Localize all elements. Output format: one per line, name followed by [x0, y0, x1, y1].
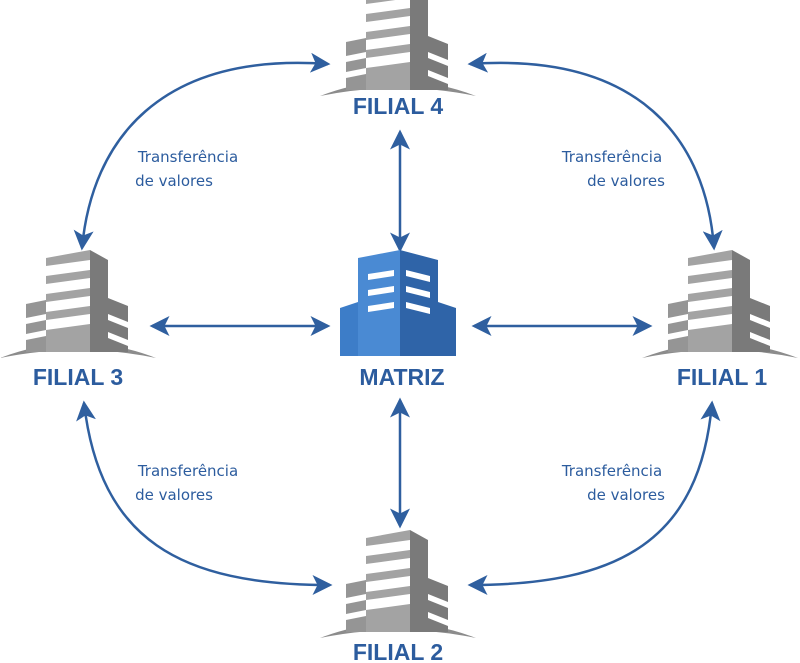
office-building-icon: [0, 250, 156, 358]
edge-label-line: de valores: [135, 172, 213, 190]
arrow-filial4-filial1: [467, 52, 723, 251]
node-label-filial4: FILIAL 4: [353, 93, 444, 119]
node-label-filial3: FILIAL 3: [33, 364, 123, 390]
office-building-icon: [642, 250, 798, 358]
office-building-icon: [320, 530, 476, 638]
headquarters-building-icon: [340, 250, 456, 356]
arrow-filial4-filial3: [73, 52, 331, 251]
edge-label-line: Transferência: [561, 148, 662, 166]
node-label-filial1: FILIAL 1: [677, 364, 768, 390]
office-building-icon: [320, 0, 476, 96]
arrow-filial3-filial2: [76, 400, 333, 595]
edge-label-line: de valores: [587, 172, 665, 190]
edge-label-line: Transferência: [137, 462, 238, 480]
edge-label-line: de valores: [587, 486, 665, 504]
edge-label-top-left: Transferência de valores: [135, 148, 238, 190]
edge-label-bottom-right: Transferência de valores: [561, 462, 665, 504]
edge-label-line: Transferência: [561, 462, 662, 480]
node-label-matriz: MATRIZ: [359, 364, 444, 390]
arrow-filial1-filial2: [467, 400, 721, 595]
node-label-filial2: FILIAL 2: [353, 639, 443, 663]
edge-label-top-right: Transferência de valores: [561, 148, 665, 190]
edge-label-bottom-left: Transferência de valores: [135, 462, 238, 504]
edge-label-line: Transferência: [137, 148, 238, 166]
edge-label-line: de valores: [135, 486, 213, 504]
